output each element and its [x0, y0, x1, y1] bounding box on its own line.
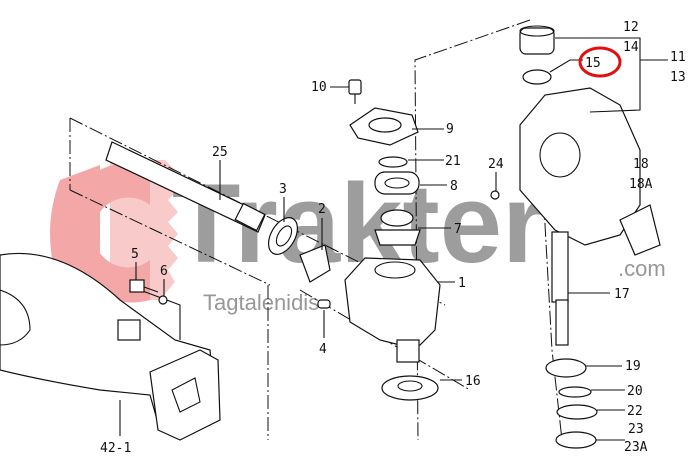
label-10: 10: [311, 80, 327, 95]
label-25: 25: [212, 145, 228, 160]
label-22: 22: [627, 404, 643, 419]
label-7: 7: [454, 222, 462, 237]
label-23a: 23A: [624, 440, 648, 455]
label-42-1: 42-1: [100, 441, 131, 456]
watermark-domain: .com: [618, 256, 666, 281]
axle-housing: [0, 252, 221, 441]
label-1: 1: [458, 276, 466, 291]
label-8: 8: [450, 179, 458, 194]
label-18a: 18A: [629, 177, 653, 192]
label-19: 19: [625, 359, 641, 374]
label-13: 13: [670, 70, 686, 85]
label-14: 14: [623, 40, 639, 55]
label-12: 12: [623, 20, 639, 35]
leader-lines: [119, 37, 668, 441]
label-9: 9: [446, 122, 454, 137]
shaft: [105, 141, 266, 233]
part-labels: 10 9 21 8 7 1 16 25 3 2 5 6 4 42-1 24 12…: [100, 20, 686, 456]
label-20: 20: [627, 384, 643, 399]
right-gearbox: [490, 25, 661, 449]
label-15: 15: [585, 56, 601, 71]
label-24: 24: [488, 157, 504, 172]
label-23: 23: [628, 422, 644, 437]
bolt: [129, 279, 145, 293]
bevel-gear: [299, 244, 331, 283]
label-4: 4: [319, 342, 327, 357]
label-11: 11: [670, 50, 686, 65]
label-3: 3: [279, 182, 287, 197]
washer: [158, 295, 168, 305]
watermark-company: Tagtalenidis: [203, 290, 319, 315]
label-5: 5: [131, 247, 139, 262]
label-6: 6: [160, 264, 168, 279]
label-17: 17: [614, 287, 630, 302]
center-gearbox: [344, 79, 441, 401]
label-16: 16: [465, 374, 481, 389]
pin: [317, 299, 331, 309]
highlight-circle: [578, 46, 622, 78]
label-21: 21: [445, 154, 461, 169]
pinion-gear: [619, 204, 661, 256]
label-18: 18: [633, 157, 649, 172]
label-2: 2: [318, 202, 326, 217]
